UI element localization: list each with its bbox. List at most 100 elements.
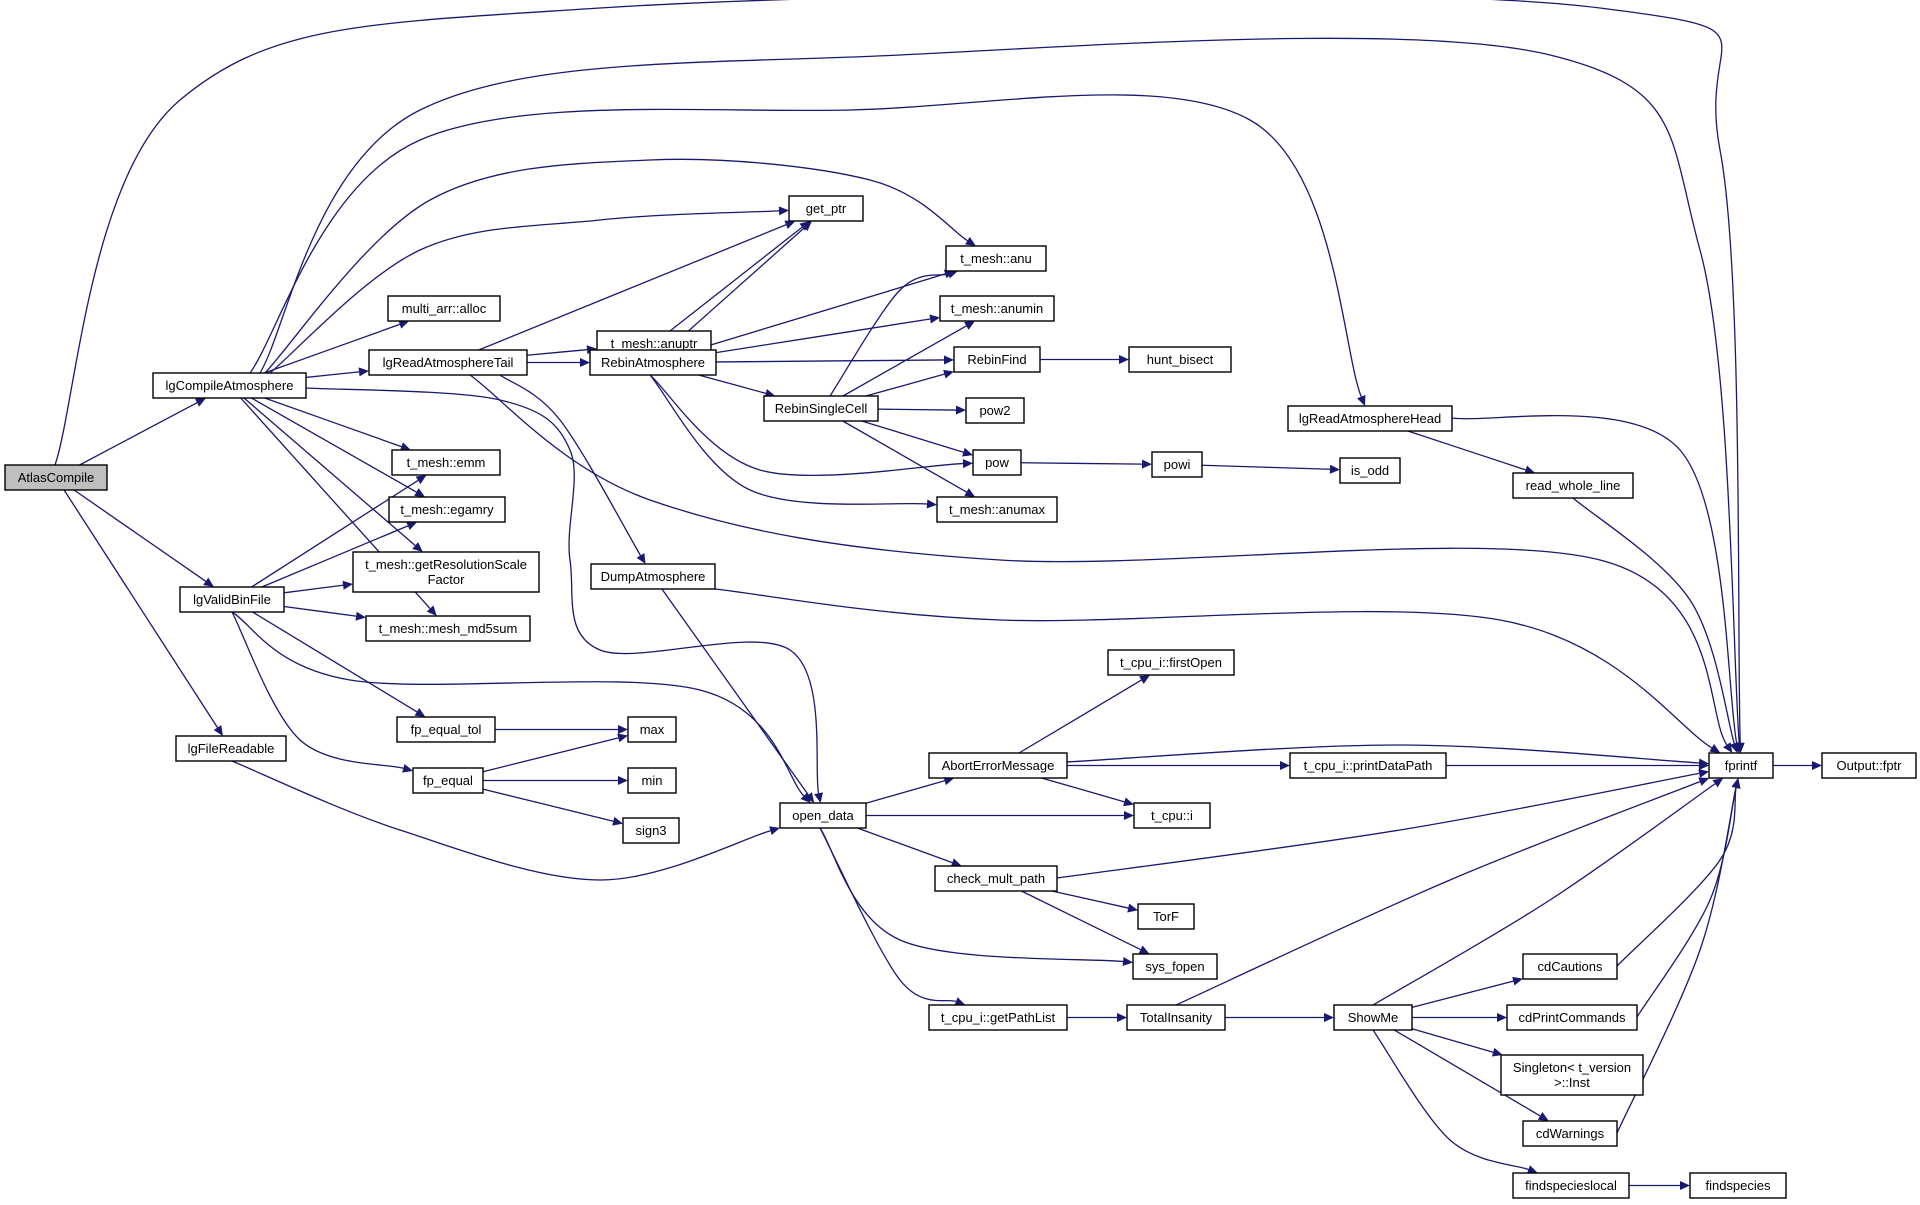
node-t-cpu-i-getpathlist[interactable]: t_cpu_i::getPathList (928, 1004, 1068, 1031)
node-read-whole-line[interactable]: read_whole_line (1512, 472, 1634, 499)
node-t-mesh-emm[interactable]: t_mesh::emm (391, 449, 501, 476)
node-label: AtlasCompile (18, 470, 95, 485)
edge-igreadatmospheretail-to-fprintf (469, 374, 1728, 746)
arrowhead-fp-equal-to-sign3 (612, 816, 623, 826)
node-atlascompile[interactable]: AtlasCompile (4, 464, 108, 491)
node-t-cpu-i-firstopen[interactable]: t_cpu_i::firstOpen (1107, 649, 1235, 676)
node-cdcautions[interactable]: cdCautions (1522, 953, 1618, 980)
node-label: ShowMe (1348, 1010, 1399, 1025)
node-multi-arr-alloc[interactable]: multi_arr::alloc (387, 295, 501, 322)
node-box (627, 716, 677, 743)
arrowhead-rebinfind-to-hunt-bisect (1119, 355, 1129, 364)
node-box (1289, 752, 1447, 779)
node-label: sign3 (635, 823, 666, 838)
arrowhead-findspecieslocal-to-findspecies (1680, 1181, 1690, 1190)
node-pow[interactable]: pow (972, 449, 1022, 476)
node-findspecieslocal[interactable]: findspecieslocal (1512, 1172, 1630, 1199)
arrowhead-t-cpu-i-printdatapath-to-fprintf (1699, 761, 1709, 770)
edge-rebinsinglecell-to-t-mesh-anu (829, 273, 949, 397)
node-igreadatmospherehead[interactable]: lgReadAtmosphereHead (1287, 405, 1453, 432)
arrowhead-fp-equal-to-min (618, 776, 628, 785)
node-open-data[interactable]: open_data (779, 802, 867, 829)
node-totalinsanity[interactable]: TotalInsanity (1126, 1004, 1226, 1031)
arrowhead-igvalidbinfile-to-t-mesh-md5 (355, 611, 366, 621)
node-get-ptr[interactable]: get_ptr (788, 195, 864, 222)
arrowhead-igcompileatmosphere-to-t-mesh-anu (965, 236, 976, 246)
node-max[interactable]: max (627, 716, 677, 743)
arrowhead-fp-equal-to-max (617, 733, 628, 743)
node-cdwarnings[interactable]: cdWarnings (1522, 1120, 1618, 1147)
node-sys-fopen[interactable]: sys_fopen (1132, 953, 1218, 980)
arrowhead-igreadatmospheretail-to-dumpatmosphere (636, 553, 646, 564)
node-findspecies[interactable]: findspecies (1689, 1172, 1787, 1199)
arrowhead-igcompileatmosphere-to-t-mesh-getres (412, 542, 423, 552)
node-singleton[interactable]: Singleton< t_version>::Inst (1500, 1054, 1644, 1096)
node-label: fp_equal_tol (411, 722, 482, 737)
edge-igcompileatmosphere-to-t-mesh-anu (264, 158, 968, 374)
node-output-fptr[interactable]: Output::fptr (1821, 752, 1917, 779)
node-t-cpu-i-printdatapath[interactable]: t_cpu_i::printDataPath (1289, 752, 1447, 779)
edge-check-mult-path-to-fprintf (1056, 772, 1700, 879)
node-sign3[interactable]: sign3 (622, 817, 680, 844)
arrowhead-open-data-to-check-mult-path (950, 858, 962, 867)
node-min[interactable]: min (627, 767, 677, 794)
node-label: powi (1164, 457, 1191, 472)
arrowhead-rebinatmosphere-to-t-mesh-anumin (929, 314, 940, 324)
edge-powi-to-is-odd (1201, 464, 1331, 470)
node-fp-equal[interactable]: fp_equal (412, 767, 484, 794)
edge-atlascompile-to-igfilereadable (63, 489, 219, 728)
node-label: read_whole_line (1526, 478, 1621, 493)
node-label: t_mesh::anuptr (611, 336, 698, 351)
edge-igvalidbinfile-to-fp-equal (231, 611, 404, 769)
node-box (1107, 649, 1235, 676)
node-t-mesh-anumin[interactable]: t_mesh::anumin (939, 295, 1055, 322)
node-box (1522, 1120, 1618, 1147)
node-igcompileatmosphere[interactable]: lgCompileAtmosphere (152, 372, 307, 399)
node-label: pow (985, 455, 1009, 470)
node-torf[interactable]: TorF (1137, 903, 1195, 930)
node-t-mesh-md5[interactable]: t_mesh::mesh_md5sum (365, 615, 531, 642)
node-t-cpu-i[interactable]: t_cpu::i (1133, 802, 1211, 829)
node-label: t_mesh::egamry (400, 502, 494, 517)
node-hunt-bisect[interactable]: hunt_bisect (1128, 346, 1232, 373)
node-box (1522, 953, 1618, 980)
node-is-odd[interactable]: is_odd (1339, 457, 1401, 484)
arrowhead-fp-equal-tol-to-max (618, 725, 628, 734)
arrowhead-rebinatmosphere-to-pow (962, 459, 973, 469)
node-rebinsinglecell[interactable]: RebinSingleCell (763, 395, 879, 422)
node-powi[interactable]: powi (1151, 451, 1203, 478)
node-label: t_cpu_i::printDataPath (1304, 758, 1433, 773)
node-box (1333, 1004, 1413, 1031)
node-fprintf[interactable]: fprintf (1708, 752, 1774, 779)
node-aborterrormessage[interactable]: AbortErrorMessage (928, 752, 1068, 779)
node-pow2[interactable]: pow2 (965, 397, 1025, 424)
arrowhead-aborterrormessage-to-t-cpu-i-printdatapath (1280, 761, 1290, 770)
arrowhead-atlascompile-to-igcompileatmosphere (194, 398, 206, 407)
node-t-mesh-egamry[interactable]: t_mesh::egamry (388, 496, 506, 523)
node-showme[interactable]: ShowMe (1333, 1004, 1413, 1031)
arrowhead-t-cpu-i-getpathlist-to-totalinsanity (1117, 1013, 1127, 1022)
edge-rebinatmosphere-to-rebinsinglecell (698, 374, 766, 394)
node-cdprintcommands[interactable]: cdPrintCommands (1506, 1004, 1638, 1031)
node-label: sys_fopen (1145, 959, 1204, 974)
node-box (945, 245, 1047, 272)
arrowhead-dumpatmosphere-to-fprintf (1709, 743, 1721, 753)
node-igvalidbinfile[interactable]: lgValidBinFile (179, 586, 285, 613)
node-check-mult-path[interactable]: check_mult_path (934, 865, 1058, 892)
node-box (365, 615, 531, 642)
node-t-mesh-anumax[interactable]: t_mesh::anumax (936, 496, 1058, 523)
arrowhead-cdwarnings-to-fprintf (1731, 778, 1741, 789)
node-rebinfind[interactable]: RebinFind (953, 346, 1041, 373)
node-rebinatmosphere[interactable]: RebinAtmosphere (589, 349, 717, 376)
arrowhead-igreadatmospherehead-to-read-whole-line (1524, 465, 1536, 475)
node-igfilereadable[interactable]: lgFileReadable (175, 735, 287, 762)
edge-igcompileatmosphere-to-t-mesh-getres (243, 397, 416, 546)
node-igreadatmospheretail[interactable]: lgReadAtmosphereTail (368, 349, 528, 376)
node-t-mesh-anu[interactable]: t_mesh::anu (945, 245, 1047, 272)
arrowhead-rebinsinglecell-to-t-mesh-anumax (964, 488, 976, 497)
node-box (1151, 451, 1203, 478)
node-dumpatmosphere[interactable]: DumpAtmosphere (590, 563, 716, 590)
edge-rebinatmosphere-to-pow (649, 374, 964, 477)
node-fp-equal-tol[interactable]: fp_equal_tol (396, 716, 496, 743)
